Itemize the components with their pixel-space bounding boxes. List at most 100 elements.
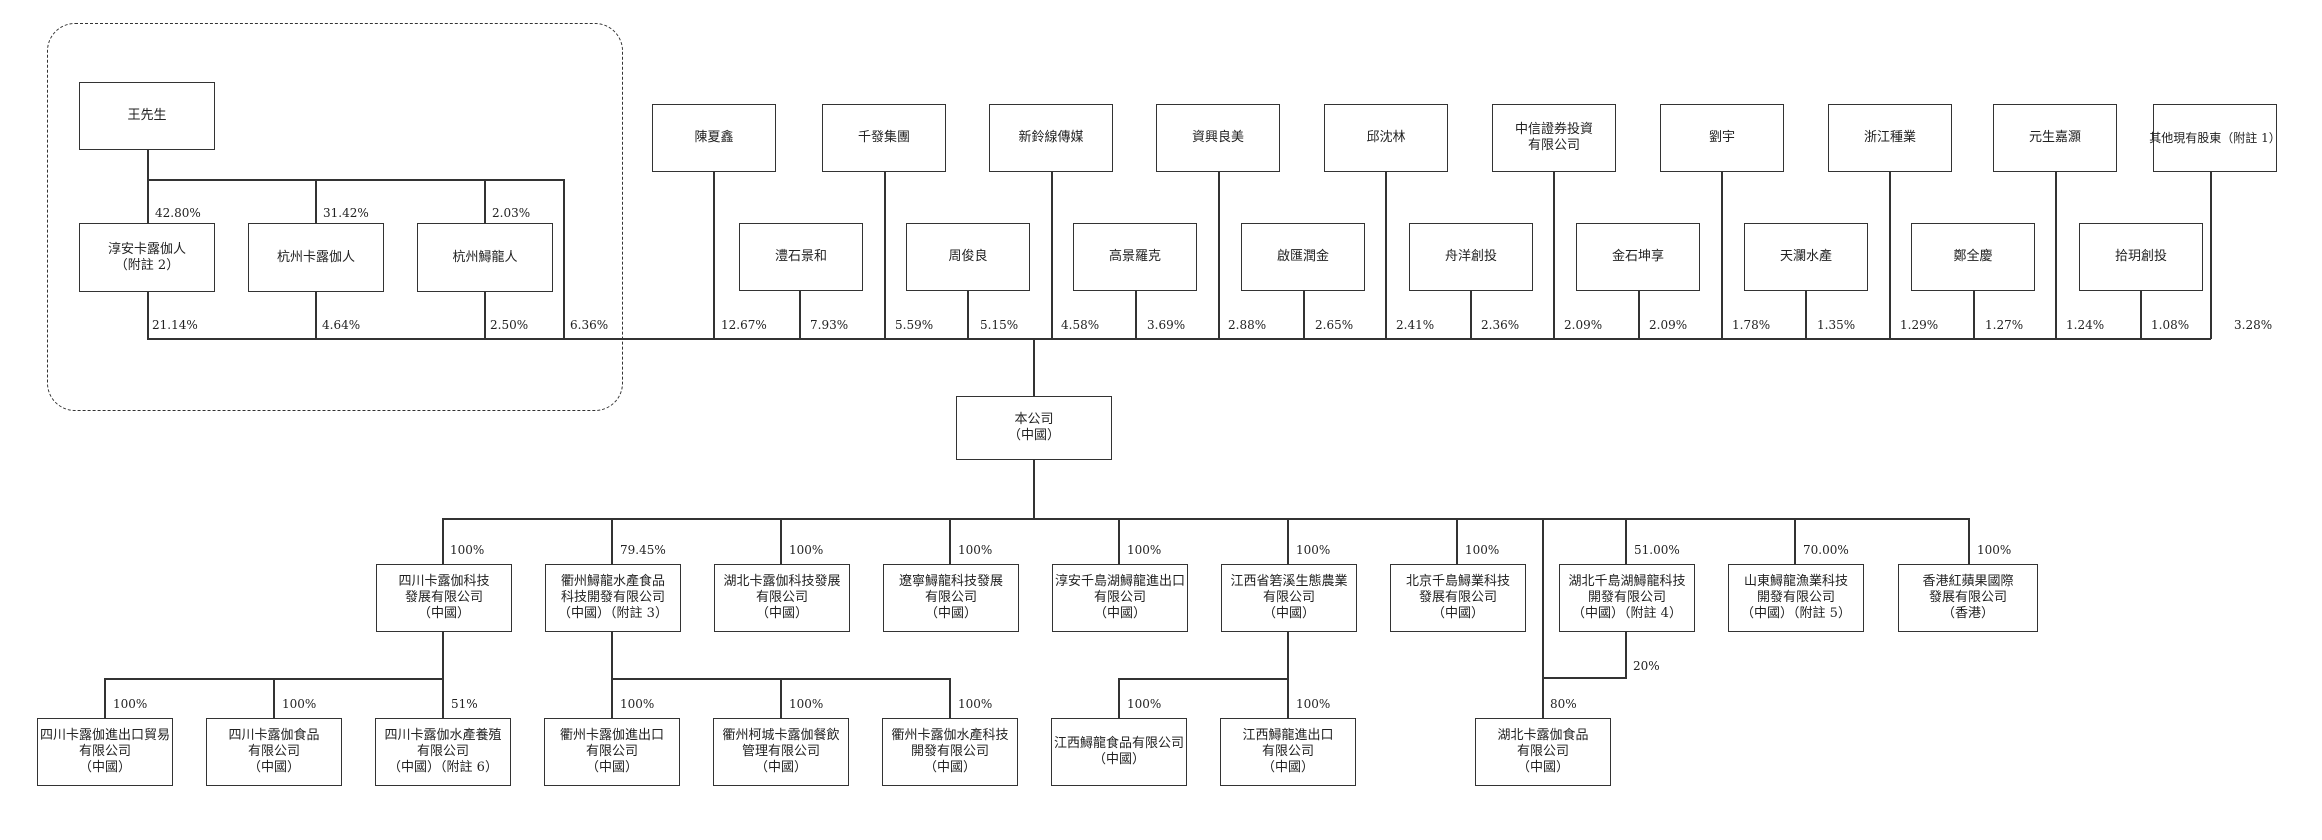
box-label: 有限公司 [247, 744, 300, 759]
box-label: 山東鱘龍漁業科技 [1743, 574, 1848, 589]
box-label: 王先生 [127, 108, 167, 123]
line [147, 179, 565, 181]
shareholder-box: 高景羅克 [1073, 223, 1197, 291]
box-label: 有限公司 [585, 744, 638, 759]
company-name: 本公司 [1014, 412, 1054, 427]
box-label: 有限公司 [1261, 744, 1314, 759]
pct-label: 1.78% [1732, 318, 1771, 332]
subsidiary-box: 山東鱘龍漁業科技開發有限公司（中國）（附註 5） [1728, 564, 1864, 632]
pct-label: 100% [958, 697, 993, 711]
line [1033, 338, 1035, 396]
box-label: 開發有限公司 [910, 744, 989, 759]
subsidiary-box: 北京千島鱘業科技發展有限公司（中國） [1390, 564, 1526, 632]
pct-label: 2.65% [1315, 318, 1354, 332]
box-label: 四川卡露伽科技 [398, 574, 490, 589]
line [1118, 518, 1120, 564]
line [1456, 518, 1458, 564]
pct-label: 100% [1977, 543, 2012, 557]
box-label: 發展有限公司 [1928, 590, 2007, 605]
line [1303, 291, 1305, 339]
subsidiary-box: 四川卡露伽科技發展有限公司（中國） [376, 564, 512, 632]
line [1542, 518, 1544, 718]
pct-label: 1.08% [2151, 318, 2190, 332]
pct-label: 1.24% [2066, 318, 2105, 332]
box-label: （中國）（附註 3） [558, 606, 668, 621]
pct-label: 100% [1127, 697, 1162, 711]
pct-label: 70.00% [1803, 543, 1849, 557]
box-label: （中國） [755, 606, 808, 621]
pct-label: 2.36% [1481, 318, 1520, 332]
shareholder-box: 元生嘉灝 [1993, 104, 2117, 172]
box-label: 新鈴線傳媒 [1018, 130, 1084, 145]
pct-label: 2.88% [1228, 318, 1267, 332]
shareholder-box: 劉宇 [1660, 104, 1784, 172]
box-label: （附註 2） [114, 257, 180, 273]
line [1973, 291, 1975, 339]
line [799, 291, 801, 339]
line [315, 291, 317, 339]
company-box: 本公司 （中國） [956, 396, 1112, 460]
box-label: 淳安卡露伽人 [107, 241, 186, 257]
shareholder-box: 天瀾水產 [1744, 223, 1868, 291]
shareholder-box-hangzhou-karuga: 杭州卡露伽人 [248, 223, 384, 292]
box-label: 杭州鱘龍人 [452, 249, 518, 265]
sub-subsidiary-box: 衢州卡露伽水產科技開發有限公司（中國） [882, 718, 1018, 786]
box-label: 高景羅克 [1108, 249, 1161, 264]
box-label: 有限公司 [1262, 590, 1315, 605]
line [611, 632, 613, 718]
box-label: 舟洋創投 [1444, 249, 1497, 264]
box-label: 有限公司 [924, 590, 977, 605]
pct-label: 100% [789, 697, 824, 711]
box-label: 啟匯潤金 [1276, 249, 1329, 264]
box-label: （中國）（附註 6） [388, 760, 498, 775]
box-label: 四川卡露伽水產養殖 [384, 728, 502, 743]
box-label: （中國） [78, 760, 131, 775]
box-label: 中信證券投資 [1514, 122, 1593, 137]
line [442, 518, 444, 564]
line [1721, 172, 1723, 339]
line [611, 518, 613, 564]
box-label: 科技開發有限公司 [560, 590, 665, 605]
pct-label: 51% [451, 697, 478, 711]
line [949, 518, 951, 564]
pct-label: 3.69% [1147, 318, 1186, 332]
line [1218, 172, 1220, 339]
line [967, 291, 969, 339]
box-label: （中國） [585, 760, 638, 775]
pct-label: 2.41% [1396, 318, 1435, 332]
box-label: 淳安千島湖鱘龍進出口 [1054, 574, 1185, 589]
box-label: 周俊良 [948, 249, 988, 264]
box-label: 金石坤享 [1611, 249, 1664, 264]
line [2210, 172, 2212, 339]
box-label: （中國） [1431, 606, 1484, 621]
sub-subsidiary-box: 四川卡露伽進出口貿易有限公司（中國） [37, 718, 173, 786]
line [484, 179, 486, 224]
pct-label: 100% [450, 543, 485, 557]
pct-label: 1.27% [1985, 318, 2024, 332]
subsidiary-box: 湖北千島湖鱘龍科技開發有限公司（中國）（附註 4） [1559, 564, 1695, 632]
box-label: （中國） [1262, 606, 1315, 621]
line [1805, 291, 1807, 339]
line [1385, 172, 1387, 339]
line [1287, 632, 1289, 718]
box-label: 其他現有股東（附註 1） [2149, 131, 2281, 145]
pct-label: 100% [282, 697, 317, 711]
box-label: 有限公司 [416, 744, 469, 759]
line [713, 172, 715, 339]
box-label: 劉宇 [1708, 130, 1735, 145]
line [2140, 291, 2142, 339]
subsidiary-box: 江西省箬溪生態農業有限公司（中國） [1221, 564, 1357, 632]
subsidiary-box: 衢州鱘龍水產食品科技開發有限公司（中國）（附註 3） [545, 564, 681, 632]
box-label: （中國） [923, 760, 976, 775]
line [1553, 172, 1555, 339]
box-label: 千發集團 [857, 130, 910, 145]
shareholder-box: 新鈴線傳媒 [989, 104, 1113, 172]
line [1638, 291, 1640, 339]
sub-subsidiary-box: 衢州卡露伽進出口有限公司（中國） [544, 718, 680, 786]
box-label: （中國） [1093, 606, 1146, 621]
box-label: 陳夏鑫 [694, 130, 734, 145]
box-label: 發展有限公司 [1418, 590, 1497, 605]
shareholder-box-wang: 王先生 [79, 82, 215, 150]
box-label: 發展有限公司 [404, 590, 483, 605]
pct-label: 100% [113, 697, 148, 711]
